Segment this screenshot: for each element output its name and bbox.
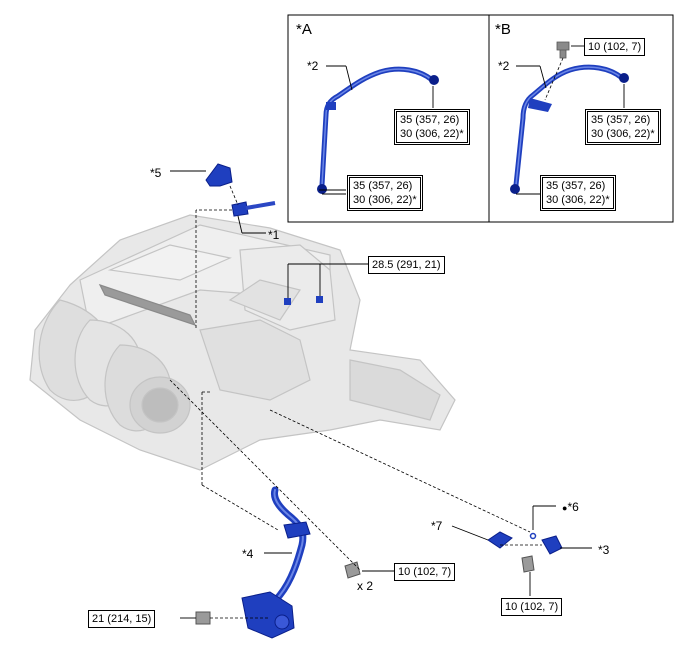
torque-value-alt: 30 (306, 22)* [353, 194, 417, 206]
torque-lower-bolt: 21 (214, 15) [88, 610, 156, 628]
non-reusable-dot-icon: ● [562, 503, 568, 513]
torque-value: 35 (357, 26) [400, 114, 460, 126]
torque-value-alt: 30 (306, 22)* [400, 128, 464, 140]
torque-value: 10 (102, 7) [505, 601, 559, 613]
bracket-7-icon [487, 531, 513, 549]
callout-4: *4 [242, 547, 254, 561]
torque-pipe-bolt: 10 (102, 7) [394, 563, 456, 581]
torque-value: 35 (357, 26) [546, 180, 606, 192]
sensor-5-icon [205, 163, 233, 187]
torque-panel-b-bolt: 10 (102, 7) [584, 38, 646, 56]
quantity-label: x 2 [357, 579, 374, 593]
callout-3: *3 [598, 543, 610, 557]
panel-b-bolt-icon [556, 41, 570, 59]
detail-panels-frame [287, 14, 674, 223]
panel-b-upper-union-icon [619, 73, 629, 83]
panel-b-pipe [513, 64, 625, 188]
callout-5: *5 [150, 166, 162, 180]
panel-leaders [322, 45, 625, 195]
torque-value-alt: 30 (306, 22)* [591, 128, 655, 140]
torque-panel-a-lower: 35 (357, 26) 30 (306, 22)* [347, 175, 423, 211]
leader-lines [170, 170, 592, 619]
head-bolt-right-icon [316, 296, 323, 303]
torque-value: 10 (102, 7) [588, 41, 642, 53]
panel-a-lower-union-icon [317, 184, 327, 194]
torque-head-bolts: 28.5 (291, 21) [368, 256, 445, 274]
callout-2-panel-b: *2 [498, 59, 510, 73]
head-bolt-left-icon [284, 298, 291, 305]
callout-1: *1 [268, 228, 280, 242]
torque-panel-a-upper: 35 (357, 26) 30 (306, 22)* [394, 109, 470, 145]
torque-value: 28.5 (291, 21) [372, 259, 441, 271]
callout-7: *7 [431, 519, 443, 533]
sensor-1-icon [231, 201, 249, 217]
panel-a-upper-union-icon [429, 75, 439, 85]
torque-value: 21 (214, 15) [92, 613, 152, 625]
panel-b-bracket-icon [528, 98, 552, 112]
sensor-1-harness-icon [245, 201, 276, 210]
guide-lines [169, 185, 542, 619]
pipe-4-lower-body-icon [241, 591, 295, 639]
torque-bracket-bolt: 10 (102, 7) [501, 598, 563, 616]
bolt-bracket-icon [521, 555, 535, 573]
fitting-3-icon [541, 535, 563, 555]
torque-value: 35 (357, 26) [591, 114, 651, 126]
bolt-pipe-icon [344, 561, 361, 579]
callout-6: ●*6 [562, 500, 579, 515]
panel-a-clamp-icon [326, 102, 336, 110]
pipe-4-port-icon [274, 614, 290, 630]
panel-b-label: *B [495, 21, 511, 38]
pipe-4-flange-icon [283, 521, 311, 539]
callout-6-text: *6 [567, 500, 579, 514]
engine-illustration [29, 214, 456, 471]
panel-b-lower-union-icon [510, 184, 520, 194]
torque-panel-b-upper: 35 (357, 26) 30 (306, 22)* [585, 109, 661, 145]
callout-2-panel-a: *2 [307, 59, 319, 73]
panel-b-bolt-guide [544, 57, 564, 101]
torque-value: 35 (357, 26) [353, 180, 413, 192]
bolt-lower-icon [195, 611, 211, 625]
torque-value-alt: 30 (306, 22)* [546, 194, 610, 206]
panel-a-label: *A [296, 21, 312, 38]
gasket-6-icon [529, 532, 537, 540]
torque-value: 10 (102, 7) [398, 566, 452, 578]
torque-panel-b-lower: 35 (357, 26) 30 (306, 22)* [540, 175, 616, 211]
